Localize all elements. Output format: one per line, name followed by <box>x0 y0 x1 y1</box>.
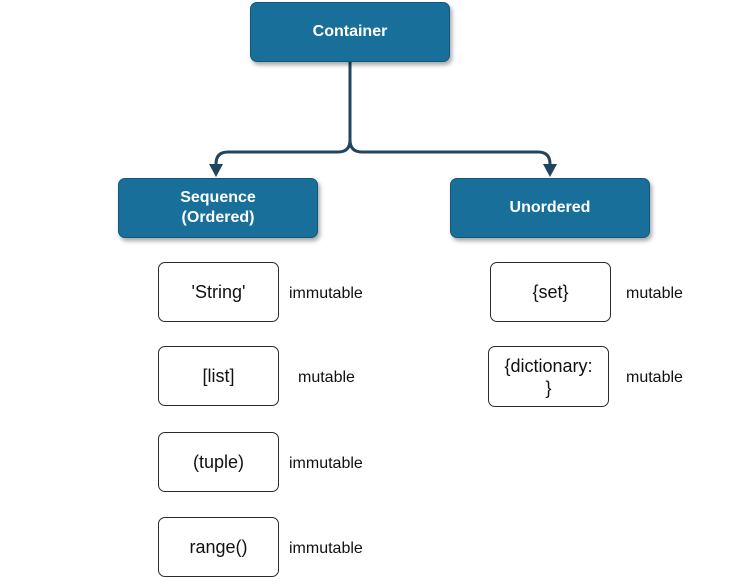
dictionary-type-label: {dictionary: } <box>504 355 593 398</box>
arrowhead-right <box>543 164 557 177</box>
range-type-box: range() <box>158 517 279 577</box>
arrowhead-left <box>209 164 223 177</box>
string-mutability: immutable <box>289 285 363 302</box>
sequence-label: Sequence (Ordered) <box>180 189 256 226</box>
string-type-label: 'String' <box>191 282 246 302</box>
dictionary-type-box: {dictionary: } <box>488 346 609 407</box>
tuple-type-label: (tuple) <box>192 452 245 472</box>
list-type-label: [list] <box>202 366 235 386</box>
connector-right-branch <box>348 139 552 168</box>
set-mutability: mutable <box>626 285 683 302</box>
set-type-label: {set} <box>532 282 569 302</box>
sequence-node: Sequence (Ordered) <box>118 178 318 238</box>
tuple-mutability: immutable <box>289 455 363 472</box>
connector-left-branch <box>214 139 352 168</box>
dictionary-mutability: mutable <box>626 369 683 386</box>
tuple-type-box: (tuple) <box>158 432 279 492</box>
range-type-label: range() <box>189 537 248 557</box>
string-type-box: 'String' <box>158 262 279 322</box>
container-label: Container <box>312 23 388 40</box>
unordered-node: Unordered <box>450 178 650 238</box>
list-mutability: mutable <box>298 369 355 386</box>
unordered-label: Unordered <box>509 199 591 216</box>
set-type-box: {set} <box>490 262 611 322</box>
list-type-box: [list] <box>158 346 279 406</box>
container-node: Container <box>250 2 450 62</box>
range-mutability: immutable <box>289 540 363 557</box>
